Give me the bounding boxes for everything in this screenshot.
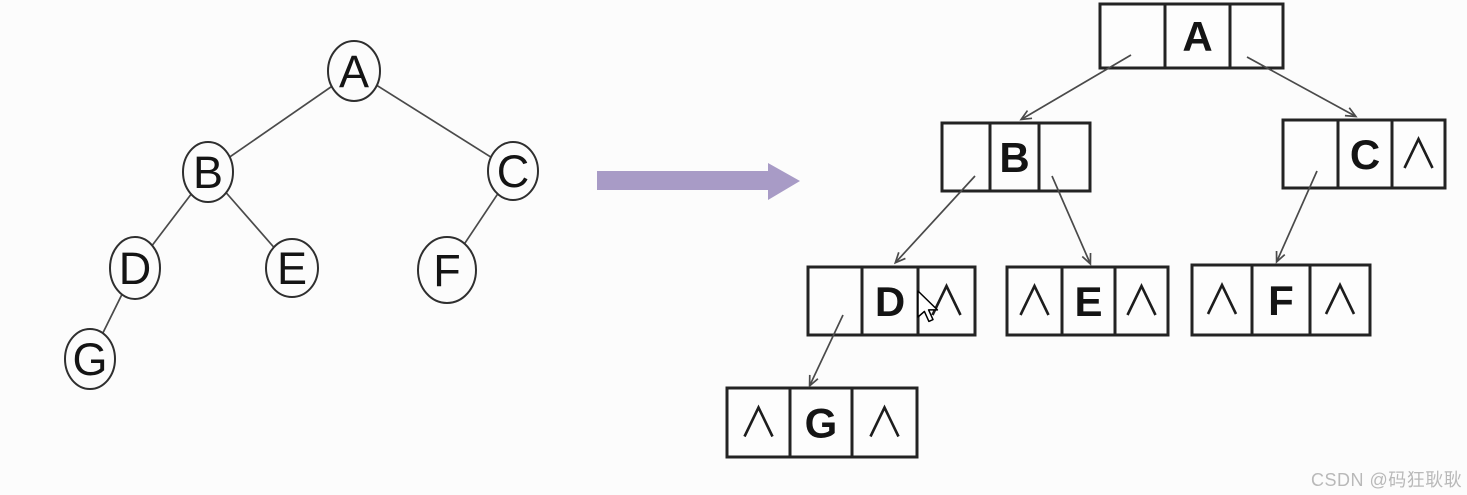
list-node-c: C xyxy=(1281,118,1447,190)
list-node-a: A xyxy=(1098,2,1285,70)
null-pointer-symbol xyxy=(1019,283,1050,316)
tree-node-label: G xyxy=(72,334,107,385)
tree-node-label: F xyxy=(433,245,461,296)
tree-edge-a-b xyxy=(207,70,355,173)
tree-node-circle xyxy=(265,238,319,298)
tree-node-b: B xyxy=(182,141,234,203)
list-node-box xyxy=(1005,265,1170,337)
tree-node-circle xyxy=(327,40,381,102)
list-node-f: F xyxy=(1190,263,1372,337)
list-node-label: C xyxy=(1350,131,1380,178)
list-node-box xyxy=(1190,263,1372,337)
list-node-box xyxy=(806,265,977,337)
tree-node-circle xyxy=(64,328,116,390)
tree-node-label: E xyxy=(277,243,307,294)
tree-node-circle xyxy=(182,141,234,203)
pointer-arrow-a-right xyxy=(1246,56,1355,116)
null-pointer-symbol xyxy=(931,283,962,316)
pointer-arrow-d-left xyxy=(810,314,844,385)
list-node-label: G xyxy=(805,400,838,447)
list-node-box xyxy=(725,386,919,459)
pointer-arrow-a-left xyxy=(1022,54,1132,119)
pointer-arrow-b-left xyxy=(896,175,976,262)
list-node-label: E xyxy=(1074,278,1102,325)
list-node-d: D xyxy=(806,265,977,337)
null-pointer-symbol xyxy=(1324,282,1356,315)
null-pointer-symbol xyxy=(1206,282,1238,315)
null-pointer-symbol xyxy=(1403,136,1434,169)
tree-node-label: B xyxy=(193,147,223,198)
tree-node-circle xyxy=(487,141,539,201)
mouse-cursor-icon xyxy=(917,290,939,323)
list-node-box xyxy=(940,121,1092,193)
tree-node-g: G xyxy=(64,328,116,390)
tree-node-d: D xyxy=(109,236,161,300)
tree-node-circle xyxy=(109,236,161,300)
list-node-g: G xyxy=(725,386,919,459)
list-node-box xyxy=(1281,118,1447,190)
tree-node-circle xyxy=(417,236,477,304)
pointer-arrow-b-right xyxy=(1051,175,1090,263)
null-pointer-symbol xyxy=(869,404,900,438)
tree-node-f: F xyxy=(417,236,477,304)
tree-node-e: E xyxy=(265,238,319,298)
watermark: CSDN @码狂耿耿 xyxy=(1311,470,1463,490)
null-pointer-symbol xyxy=(743,404,774,438)
list-node-box xyxy=(1098,2,1285,70)
list-node-label: F xyxy=(1268,277,1294,324)
transform-arrow-icon xyxy=(597,163,800,200)
tree-edge-a-c xyxy=(353,70,514,172)
tree-node-a: A xyxy=(327,40,381,102)
list-node-label: B xyxy=(999,134,1029,181)
list-node-label: D xyxy=(875,278,905,325)
list-node-label: A xyxy=(1182,13,1212,60)
list-node-e: E xyxy=(1005,265,1170,337)
tree-node-label: A xyxy=(339,46,369,97)
tree-node-c: C xyxy=(487,141,539,201)
list-node-b: B xyxy=(940,121,1092,193)
tree-node-label: C xyxy=(497,146,530,197)
tree-node-label: D xyxy=(119,243,152,294)
null-pointer-symbol xyxy=(1126,283,1157,316)
pointer-arrow-c-left xyxy=(1277,170,1318,261)
